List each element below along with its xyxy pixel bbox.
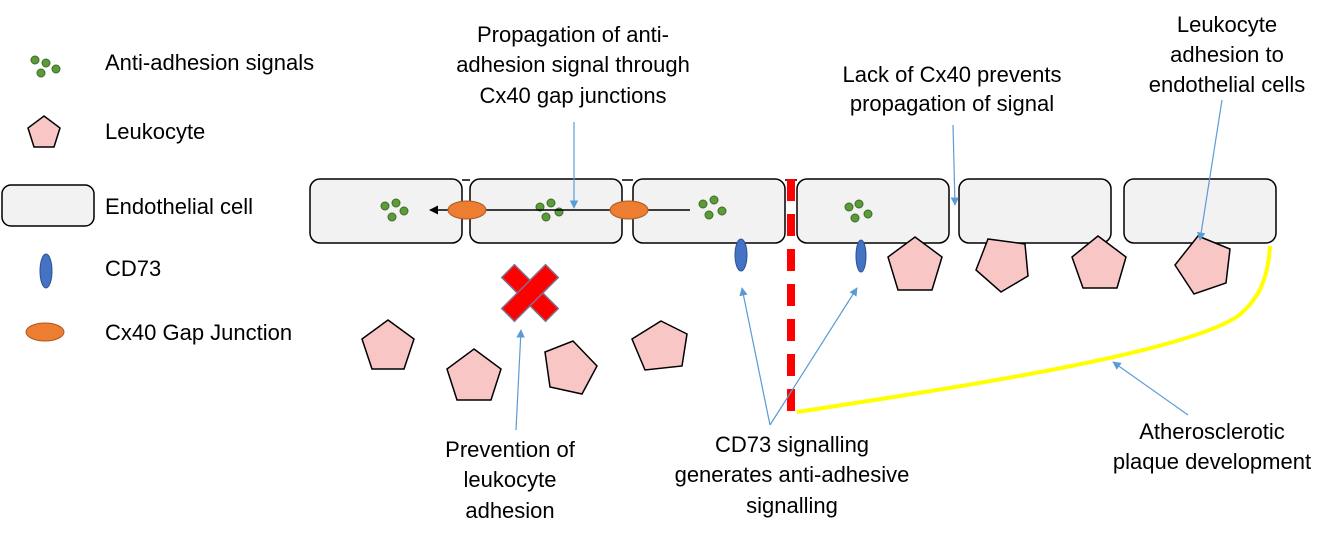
leukocyte-3 xyxy=(544,340,598,395)
annotation-cd73-line-1: CD73 signalling xyxy=(715,432,869,457)
annotation-adhesion-line-3: endothelial cells xyxy=(1149,72,1306,97)
plaque-line xyxy=(796,245,1272,414)
annotation-plaque-line-2: plaque development xyxy=(1113,449,1311,474)
annotation-cd73-line-3: signalling xyxy=(746,493,838,518)
annotation-cd73-line-2: generates anti-adhesive xyxy=(675,462,910,487)
annotation-prevention: Prevention of leukocyte adhesion xyxy=(445,437,576,523)
annotation-adhesion-line-1: Leukocyte xyxy=(1177,12,1277,37)
annotation-propagation-line-3: Cx40 gap junctions xyxy=(479,83,666,108)
legend-label-cd73: CD73 xyxy=(105,256,161,281)
leukocyte-6 xyxy=(975,238,1029,293)
annotation-propagation-line-2: adhesion signal through xyxy=(456,52,690,77)
annotation-adhesion-line-2: adhesion to xyxy=(1170,42,1284,67)
legend-cd73-icon xyxy=(39,253,53,289)
signal-cluster-1 xyxy=(380,198,409,222)
leukocyte-4 xyxy=(631,320,688,371)
endothelium xyxy=(309,178,1277,244)
legend-endothelial-icon xyxy=(1,184,95,227)
annotation-propagation: Propagation of anti- adhesion signal thr… xyxy=(456,22,690,108)
annotation-lack-line-2: propagation of signal xyxy=(850,91,1054,116)
pointer-adhesion xyxy=(1197,99,1223,241)
legend-label-signal: Anti-adhesion signals xyxy=(105,50,314,75)
endothelial-cell-1 xyxy=(309,178,463,244)
annotation-prevention-line-2: leukocyte xyxy=(464,467,557,492)
leukocyte-8 xyxy=(1174,235,1231,295)
signal-cluster-4 xyxy=(844,199,873,223)
pointer-cd73-2 xyxy=(769,287,858,426)
legend-leukocyte-icon xyxy=(27,115,61,148)
legend-label-leukocyte: Leukocyte xyxy=(105,119,205,144)
legend-signal-icon xyxy=(30,55,61,78)
annotation-prevention-line-3: adhesion xyxy=(465,498,554,523)
annotation-plaque-line-1: Atherosclerotic xyxy=(1139,419,1285,444)
cd73-receptor-1 xyxy=(734,238,748,272)
pointer-cd73-1 xyxy=(739,287,771,426)
leukocyte-5 xyxy=(887,236,943,291)
endothelial-cell-4 xyxy=(796,178,950,244)
annotation-propagation-line-1: Propagation of anti- xyxy=(477,22,669,47)
annotation-adhesion: Leukocyte adhesion to endothelial cells xyxy=(1149,12,1306,97)
endothelial-cell-6 xyxy=(1123,178,1277,244)
endothelial-cell-2 xyxy=(469,178,623,244)
prevention-cross-icon xyxy=(500,263,560,323)
pointer-lack xyxy=(950,124,960,206)
pointer-plaque xyxy=(1112,361,1189,416)
legend-label-cx40: Cx40 Gap Junction xyxy=(105,320,292,345)
endothelial-cell-5 xyxy=(958,178,1112,244)
annotation-lack-line-1: Lack of Cx40 prevents xyxy=(843,62,1062,87)
cx40-junction-2 xyxy=(609,200,649,220)
annotation-lack: Lack of Cx40 prevents propagation of sig… xyxy=(843,62,1062,116)
leukocyte-7 xyxy=(1071,235,1127,289)
leukocyte-2 xyxy=(446,348,502,401)
legend-cx40-icon xyxy=(25,322,65,342)
legend-label-endothelial: Endothelial cell xyxy=(105,194,253,219)
pointer-arrows xyxy=(515,99,1223,431)
annotation-prevention-line-1: Prevention of xyxy=(445,437,576,462)
annotation-plaque: Atherosclerotic plaque development xyxy=(1113,419,1311,474)
annotation-cd73-signalling: CD73 signalling generates anti-adhesive … xyxy=(675,432,910,518)
cx40-junction-1 xyxy=(447,200,487,220)
pointer-prevention xyxy=(515,329,525,431)
legend: Anti-adhesion signals Leukocyte Endothel… xyxy=(1,50,314,345)
cd73-receptor-2 xyxy=(855,239,867,273)
leukocyte-1 xyxy=(361,319,415,370)
signal-cluster-3 xyxy=(698,195,727,220)
